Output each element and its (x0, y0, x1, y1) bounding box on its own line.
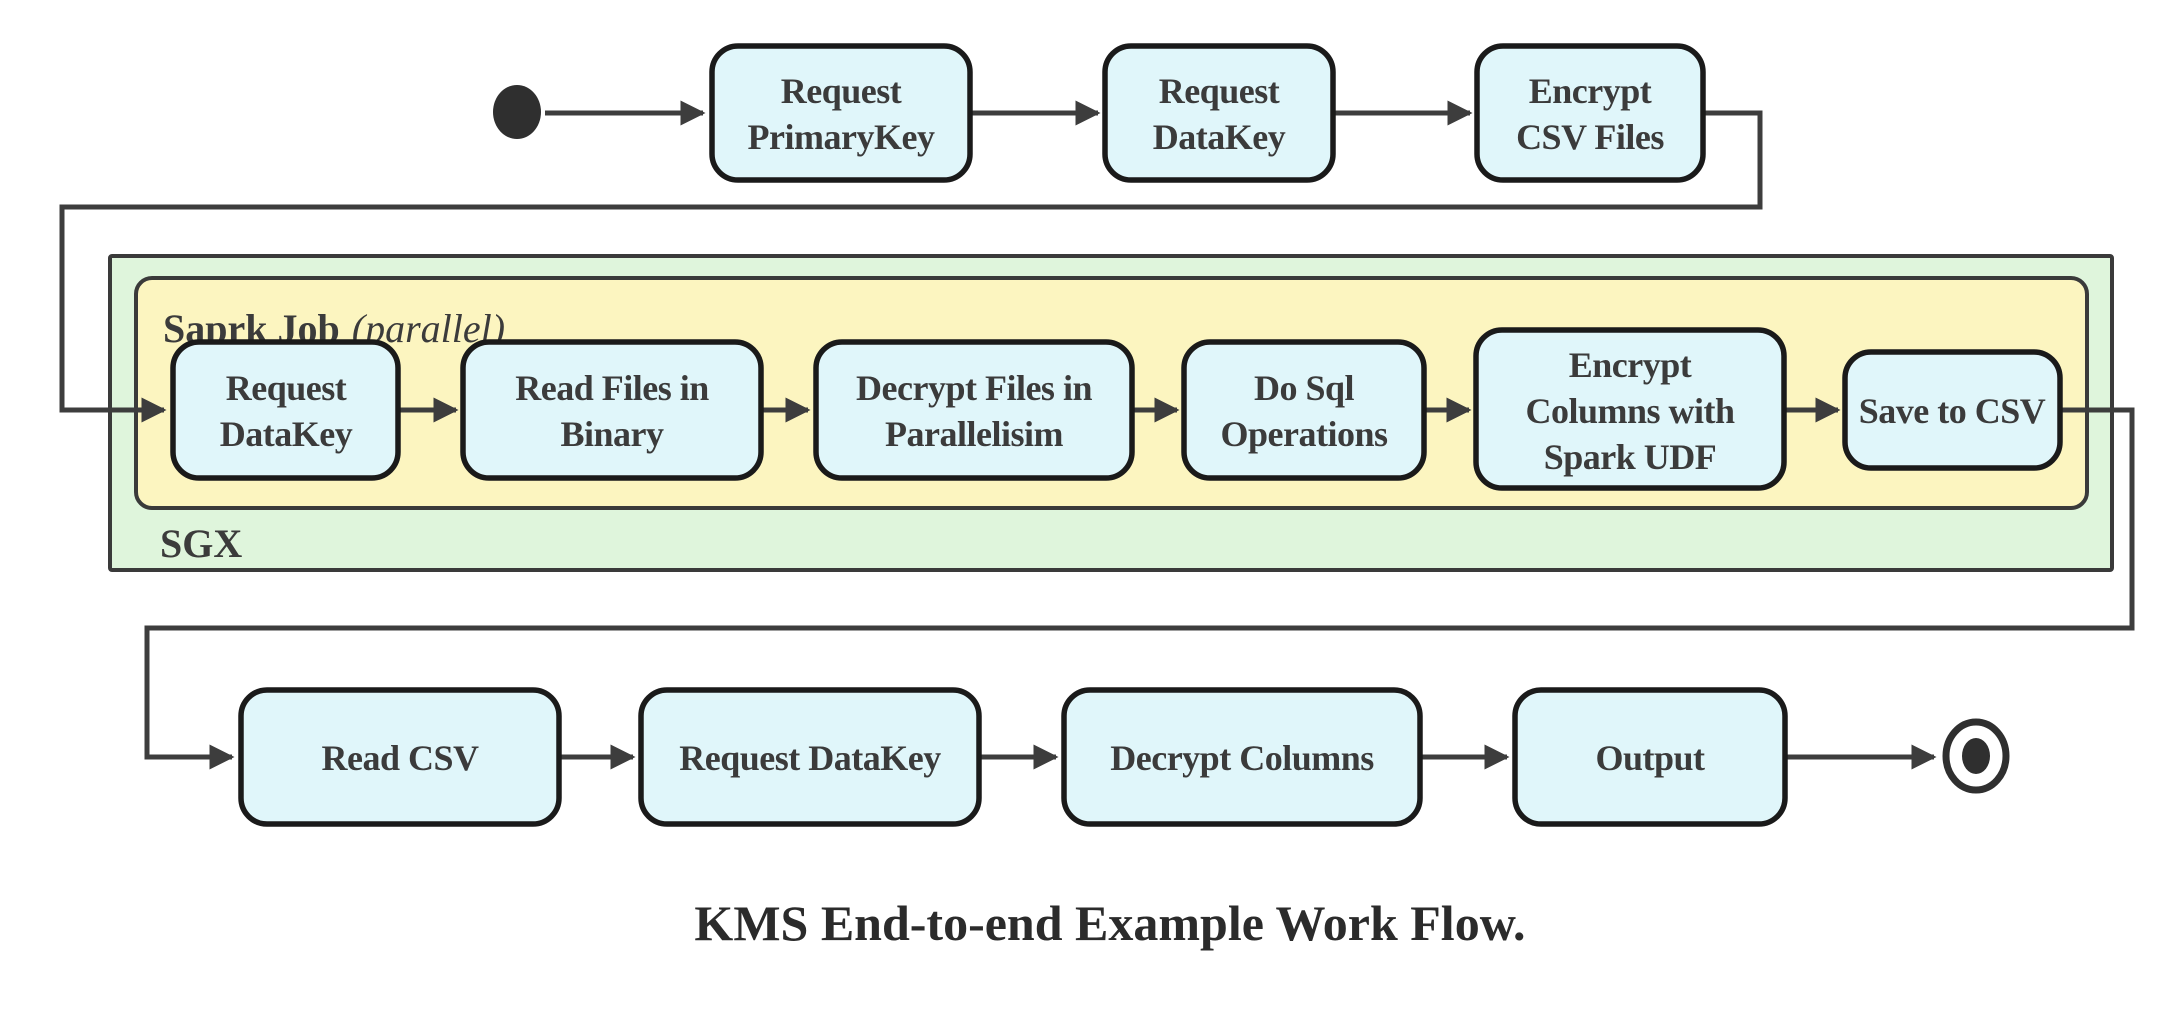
node-request-datakey-2: Request DataKey (638, 687, 982, 827)
node-request-datakey-2-box (638, 687, 982, 827)
node-output-label: Output (1595, 738, 1705, 778)
diagram-title: KMS End-to-end Example Work Flow. (694, 895, 1525, 951)
node-request-datakey-sgx-box (170, 339, 401, 481)
flow-edges (59, 100, 2135, 770)
node-read-files-in-binary-box (460, 339, 764, 481)
node-request-datakey-2-label: Request DataKey (679, 738, 941, 778)
node-output-box (1512, 687, 1788, 827)
node-decrypt-columns-box (1061, 687, 1423, 827)
node-do-sql-operations-box (1181, 339, 1427, 481)
edge-save-csv-to-read-csv (144, 407, 2135, 770)
node-save-to-csv-label: Save to CSV (1859, 391, 2046, 431)
node-read-csv-box (238, 687, 562, 827)
node-decrypt-columns: Decrypt Columns (1061, 687, 1423, 827)
final-state-node (1942, 718, 2010, 794)
node-read-csv-label: Read CSV (321, 738, 479, 778)
node-output: Output (1512, 687, 1788, 827)
node-save-to-csv: Save to CSV (1842, 349, 2063, 471)
node-encrypt-columns-with-spark-udf-box (1473, 327, 1787, 491)
node-encrypt-csv-files-box (1474, 43, 1706, 183)
initial-state-node (493, 85, 541, 139)
node-read-csv: Read CSV (238, 687, 562, 827)
node-decrypt-files-in-parallelisim-box (813, 339, 1135, 481)
edge-encrypt-csv-files-to-sgx (59, 110, 1763, 423)
node-save-to-csv-box (1842, 349, 2063, 471)
final-state-dot (1962, 738, 1990, 774)
node-request-datakey-box (1102, 43, 1336, 183)
node-decrypt-columns-label: Decrypt Columns (1110, 738, 1374, 778)
sgx-container-label: SGX (160, 521, 242, 566)
node-request-primarykey-box (709, 43, 973, 183)
